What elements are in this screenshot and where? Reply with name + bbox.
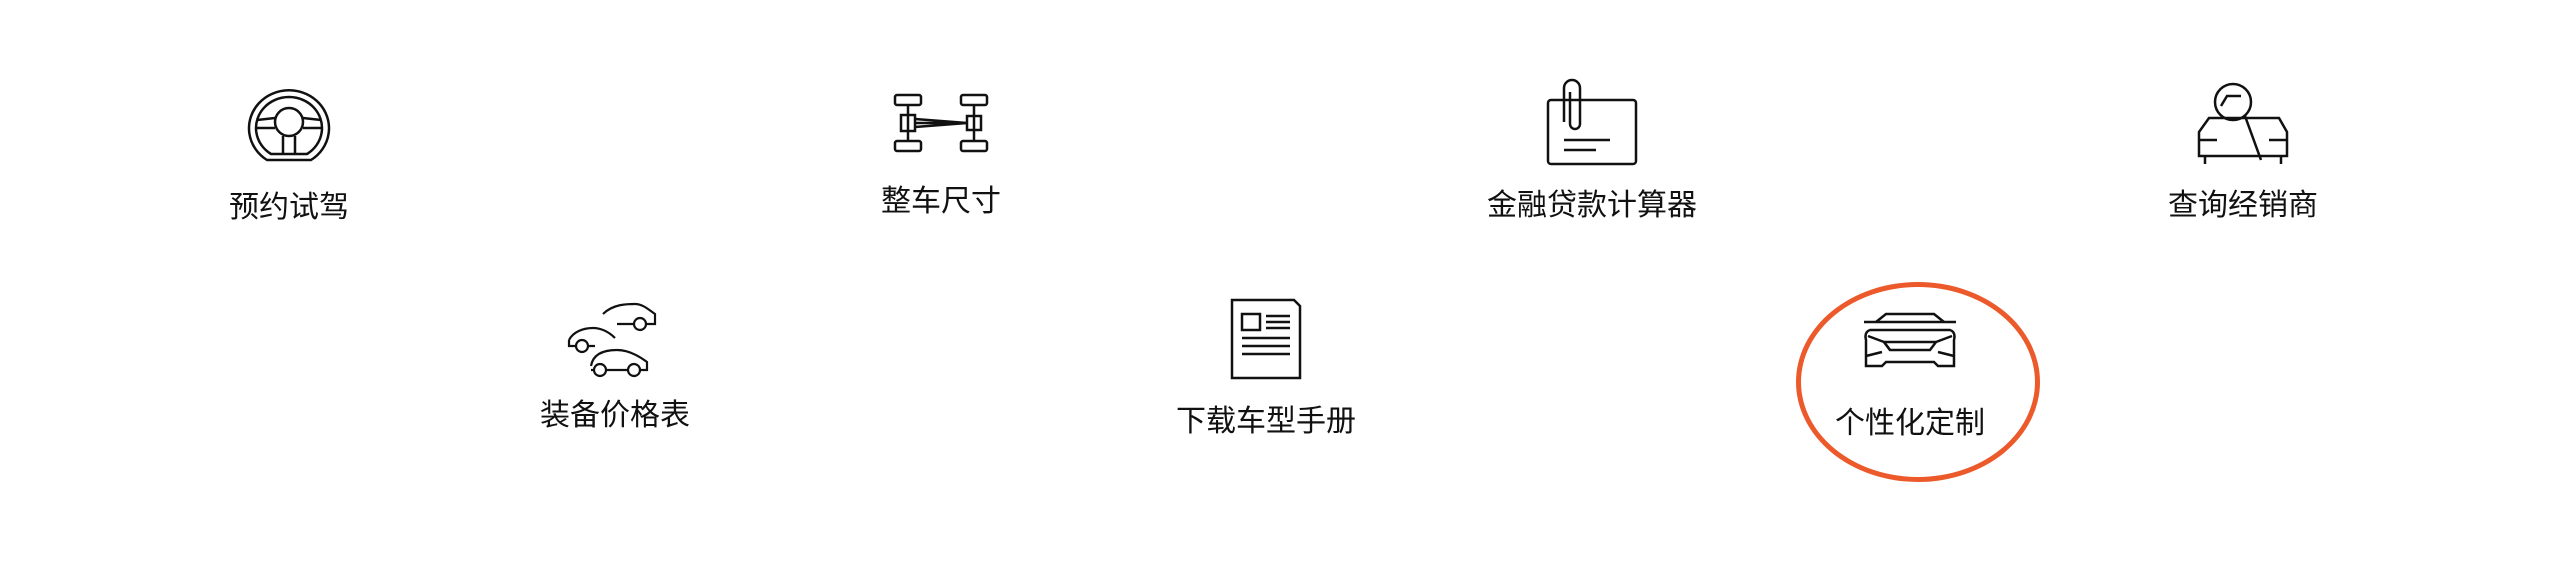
document-clip-icon [1546,78,1638,166]
steering-wheel-icon [247,89,331,162]
item-label: 整车尺寸 [881,184,1001,219]
item-finance-calculator[interactable]: 金融贷款计算器 [1432,78,1752,224]
brochure-icon [1230,298,1302,380]
item-label: 金融贷款计算器 [1487,188,1697,223]
item-label: 查询经销商 [2168,188,2318,223]
car-front-icon [1864,312,1956,368]
item-dimensions[interactable]: 整车尺寸 [781,92,1101,220]
car-search-icon [2197,82,2289,164]
item-label: 装备价格表 [540,398,690,433]
item-label: 下载车型手册 [1176,404,1356,439]
chassis-icon [893,93,989,153]
item-test-drive[interactable]: 预约试驾 [129,84,449,226]
item-label: 个性化定制 [1835,406,1985,441]
item-label: 预约试驾 [229,190,349,225]
item-download-brochure[interactable]: 下载车型手册 [1106,296,1426,440]
cars-icon [567,302,657,378]
item-price-list[interactable]: 装备价格表 [455,300,775,434]
item-personalization[interactable]: 个性化定制 [1750,310,2070,442]
item-find-dealer[interactable]: 查询经销商 [2083,78,2403,224]
